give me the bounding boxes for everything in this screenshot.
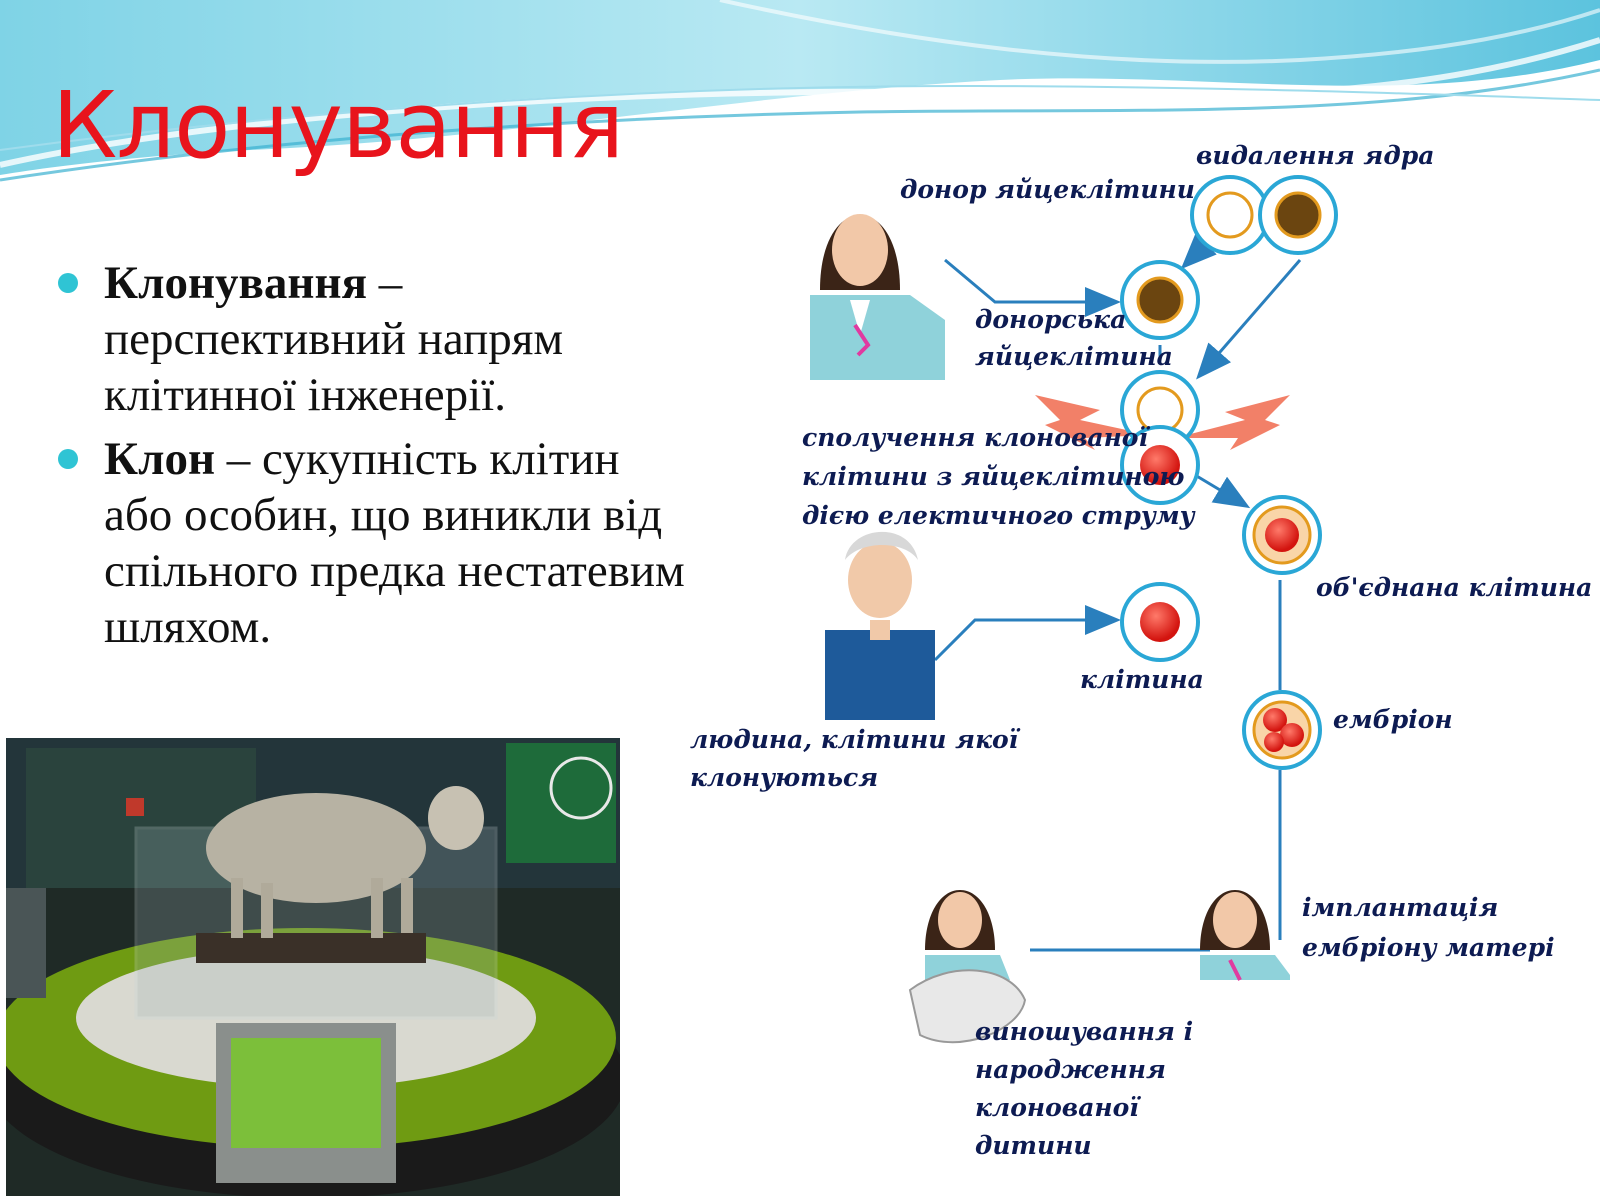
label-cell: клітина xyxy=(1080,665,1204,694)
cell-removed-nucleus xyxy=(1258,175,1338,255)
sheep-exhibit-photo xyxy=(6,738,620,1196)
label-implant-2: ембріону матері xyxy=(1302,933,1555,962)
label-donor-egg-2: яйцеклітина xyxy=(975,342,1173,371)
egg-donor-person-icon xyxy=(810,214,945,380)
bullet-list: Клонування – перспективний напрям клітин… xyxy=(58,255,698,663)
cell-body xyxy=(1120,582,1200,662)
bullet-term: Клон xyxy=(104,433,216,485)
diagram-labels: донор яйцеклітини видалення ядра донорсь… xyxy=(690,141,1592,1160)
label-person-1: людина, клітини якої xyxy=(690,725,1021,754)
lightning-right-icon xyxy=(1175,395,1290,450)
bullet-definition: – сукупність клітин або особин, що виник… xyxy=(104,433,685,653)
header-waves xyxy=(0,0,1600,182)
label-fusion-1: сполучення клонованої xyxy=(802,423,1150,452)
label-fusion-3: дією електичного струму xyxy=(802,501,1196,530)
label-merged-cell: об'єднана клітина xyxy=(1316,573,1592,602)
bullet-item-clone: Клон – сукупність клітин або особин, що … xyxy=(58,431,698,655)
mother-implant-person-icon xyxy=(1200,890,1290,981)
label-embryo: ембріон xyxy=(1333,705,1453,734)
label-birth-1: виношування і xyxy=(975,1017,1193,1046)
label-implant-1: імплантація xyxy=(1302,893,1498,922)
bullet-definition: – перспективний напрям клітинної інженер… xyxy=(104,257,564,421)
label-birth-3: клонованої xyxy=(975,1093,1141,1122)
mother-baby-person-icon xyxy=(908,890,1027,1044)
cloning-diagram: донор яйцеклітини видалення ядра донорсь… xyxy=(690,141,1592,1160)
label-nucleus-removal: видалення ядра xyxy=(1196,141,1434,170)
cloned-person-icon xyxy=(825,531,935,720)
lightning-left-icon xyxy=(1035,395,1150,450)
page-title: Клонування xyxy=(52,72,624,179)
cell-donor-egg xyxy=(1120,260,1200,340)
label-donor-egg-1: донорська xyxy=(975,305,1126,334)
bullet-dot-icon xyxy=(58,449,78,469)
label-person-2: клонуються xyxy=(690,763,878,792)
label-egg-donor: донор яйцеклітини xyxy=(900,175,1195,204)
cell-fusion xyxy=(1120,370,1200,505)
bullet-item-cloning: Клонування – перспективний напрям клітин… xyxy=(58,255,698,423)
flow-arrows xyxy=(933,228,1302,952)
bullet-dot-icon xyxy=(58,273,78,293)
cell-nucleus-removed xyxy=(1190,175,1270,255)
label-birth-2: народження xyxy=(975,1055,1166,1084)
cell-embryo xyxy=(1242,690,1322,770)
label-birth-4: дитини xyxy=(975,1131,1092,1160)
bullet-term: Клонування xyxy=(104,257,367,309)
cell-merged xyxy=(1242,495,1322,575)
label-fusion-2: клітини з яйцеклітиною xyxy=(802,462,1184,491)
